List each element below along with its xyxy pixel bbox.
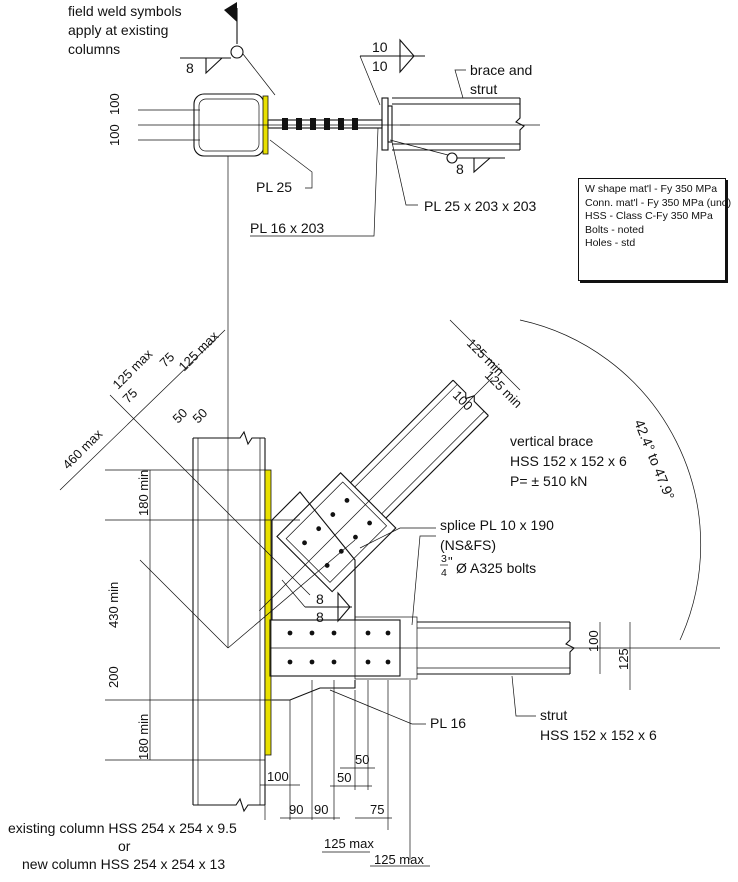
- dim-75-c: 75: [370, 802, 384, 817]
- vertical-brace-line-3: P= ± 510 kN: [510, 473, 587, 489]
- dim-125max-c: 125 max: [324, 836, 374, 851]
- dim-100-strut: 100: [586, 630, 601, 652]
- strut-bolts: [287, 630, 391, 665]
- column-line-3: new column HSS 254 x 254 x 13: [22, 856, 225, 872]
- weld-8-upper: 8: [316, 591, 324, 607]
- dim-100-bottom: 100: [267, 769, 289, 784]
- top-bolt-row: [282, 118, 358, 130]
- dim-75-a: 75: [157, 349, 178, 370]
- dim-100-lower: 100: [107, 124, 122, 146]
- dim-460max: 460 max: [60, 426, 106, 472]
- brace-strut-line-2: strut: [470, 81, 497, 97]
- pl16-label: PL 16: [430, 715, 466, 731]
- column-yellow-plate: [264, 469, 272, 756]
- vertical-brace-line-1: vertical brace: [510, 433, 593, 449]
- dim-125-strut: 125: [616, 648, 631, 670]
- pl16x203-label: PL 16 x 203: [250, 220, 324, 236]
- dim-90-a: 90: [289, 802, 303, 817]
- main-elevation-detail: 180 min 430 min 200 180 min 460 max 125 …: [8, 319, 720, 872]
- bolt-fraction-num: 3: [441, 553, 447, 565]
- dim-180min-bottom: 180 min: [136, 714, 151, 760]
- field-weld-flag-icon: [224, 2, 244, 59]
- dim-125max-b: 125 max: [176, 328, 222, 374]
- dim-50-c: 50: [337, 770, 351, 785]
- dim-430min: 430 min: [106, 582, 121, 628]
- bolt-fraction-mark: ": [448, 554, 453, 569]
- dim-125max-d: 125 max: [374, 852, 424, 867]
- pl25x203-label: PL 25 x 203 x 203: [424, 198, 537, 214]
- splice-line-2: (NS&FS): [440, 537, 496, 553]
- dim-50-d: 50: [355, 752, 369, 767]
- note-line: Conn. mat'l - Fy 350 MPa (uno): [585, 196, 732, 209]
- angle-range-label: 42.4° to 47.9°: [631, 417, 678, 502]
- strut-line-1: strut: [540, 707, 567, 723]
- weld-size-left: 8: [186, 60, 194, 76]
- note-line: HSS - Class C-Fy 350 MPa: [585, 210, 713, 222]
- dim-125min-a: 125 min: [464, 336, 507, 379]
- note-line: Bolts - noted: [585, 223, 644, 236]
- strut-line-2: HSS 152 x 152 x 6: [540, 727, 657, 743]
- note-line: Holes - std: [585, 237, 636, 249]
- column-line-1: existing column HSS 254 x 254 x 9.5: [8, 820, 237, 836]
- weld-top-10: 10: [372, 39, 388, 55]
- dim-125max-a: 125 max: [110, 346, 156, 392]
- dim-90-b: 90: [314, 802, 328, 817]
- splice-line-3: Ø A325 bolts: [456, 560, 536, 576]
- weld-note-line-2: apply at existing: [68, 22, 168, 38]
- top-plan-detail: field weld symbols apply at existing col…: [68, 2, 540, 648]
- dim-100-brace: 100: [450, 388, 476, 414]
- column-line-2: or: [118, 838, 131, 854]
- brace-strut-line-1: brace and: [470, 62, 532, 78]
- bolt-fraction-den: 4: [441, 567, 447, 579]
- dim-180min-top: 180 min: [136, 470, 151, 516]
- dim-50-a: 50: [170, 405, 191, 426]
- splice-line-1: splice PL 10 x 190: [440, 517, 554, 533]
- dim-200: 200: [106, 666, 121, 688]
- weld-note-line-3: columns: [68, 41, 120, 57]
- dim-50-b: 50: [190, 405, 211, 426]
- vertical-brace-line-2: HSS 152 x 152 x 6: [510, 453, 627, 469]
- weld-bottom-10: 10: [372, 58, 388, 74]
- dim-100-upper: 100: [107, 93, 122, 115]
- weld-size-right: 8: [456, 161, 464, 177]
- pl25-label: PL 25: [256, 179, 292, 195]
- material-notes-box: W shape mat'l - Fy 350 MPa Conn. mat'l -…: [578, 178, 732, 281]
- weld-8-lower: 8: [316, 609, 324, 625]
- note-line: W shape mat'l - Fy 350 MPa: [585, 183, 718, 195]
- weld-note-line-1: field weld symbols: [68, 3, 182, 19]
